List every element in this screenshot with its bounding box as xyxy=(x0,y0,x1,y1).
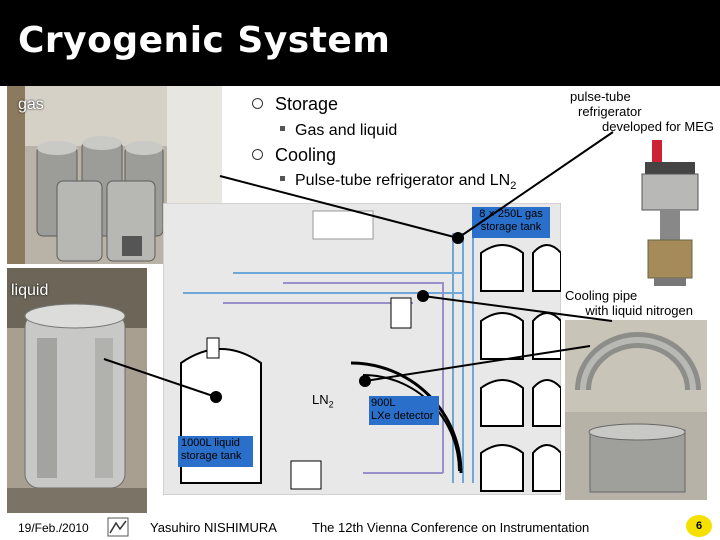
cooling-pipe-label-line1: Cooling pipe xyxy=(565,288,638,303)
cooling-sub-subscript: 2 xyxy=(510,180,517,193)
bullet-storage-sub: Gas and liquid xyxy=(280,122,397,140)
cooling-text: Cooling xyxy=(275,145,337,165)
footer-date: 19/Feb./2010 xyxy=(18,521,89,535)
liquid-tank-label-line1: 1000L liquid xyxy=(181,437,240,449)
pulse-tube-refrigerator-photo xyxy=(641,140,699,286)
gas-tank-label-line1: 8 × 250L gas xyxy=(479,208,543,220)
ln2-text: LN xyxy=(312,392,329,407)
ptr-label-line2: refrigerator xyxy=(578,104,642,119)
liquid-tank-pointer-dot xyxy=(210,391,222,403)
footer-author: Yasuhiro NISHIMURA xyxy=(150,520,277,535)
detector-label-line1: 900L xyxy=(371,397,396,409)
slide-title: Cryogenic System xyxy=(18,20,391,61)
liquid-tank-label-line2: storage tank xyxy=(181,450,242,462)
ring-bullet-icon xyxy=(252,148,263,160)
bullet-storage: Storage xyxy=(252,94,338,115)
cooling-pipe-label: Cooling pipe with liquid nitrogen xyxy=(545,288,693,318)
logo-icon xyxy=(107,517,129,537)
storage-sub-text: Gas and liquid xyxy=(295,122,398,139)
cooling-pipe-pointer-dot xyxy=(417,290,429,302)
liquid-storage-photo xyxy=(7,268,147,513)
footer-conference: The 12th Vienna Conference on Instrument… xyxy=(312,520,590,535)
ptr-label: pulse-tube refrigerator developed for ME… xyxy=(560,89,714,134)
ring-bullet-icon xyxy=(252,97,263,109)
ptr-label-line1: pulse-tube xyxy=(570,89,631,104)
detector-label-line2: LXe detector xyxy=(371,410,434,422)
title-bar xyxy=(0,0,720,86)
gas-tank-pointer-dot xyxy=(452,232,464,244)
ln2-subscript: 2 xyxy=(328,399,334,410)
cooling-pipe-label-line2: with liquid nitrogen xyxy=(585,303,693,318)
detector-label: 900L LXe detector xyxy=(369,396,439,425)
square-bullet-icon xyxy=(280,126,285,132)
cooling-pipe-photo xyxy=(565,320,707,500)
square-bullet-icon xyxy=(280,176,285,182)
detector-pointer-dot xyxy=(359,375,371,387)
cooling-sub-text: Pulse-tube refrigerator and LN xyxy=(295,172,511,189)
ptr-label-line3: developed for MEG xyxy=(601,119,714,134)
gas-tank-label: 8 × 250L gas storage tank xyxy=(472,207,550,238)
gas-tank-label-line2: storage tank xyxy=(480,221,542,233)
ln2-label: LN2 xyxy=(312,392,334,410)
storage-text: Storage xyxy=(275,94,339,114)
liquid-label: liquid xyxy=(11,282,49,299)
bullet-cooling-sub: Pulse-tube refrigerator and LN2 xyxy=(280,172,516,192)
gas-label: gas xyxy=(18,96,44,113)
bullet-cooling: Cooling xyxy=(252,145,336,166)
liquid-tank-label: 1000L liquid storage tank xyxy=(178,436,253,467)
page-number-badge: 6 xyxy=(686,515,712,537)
